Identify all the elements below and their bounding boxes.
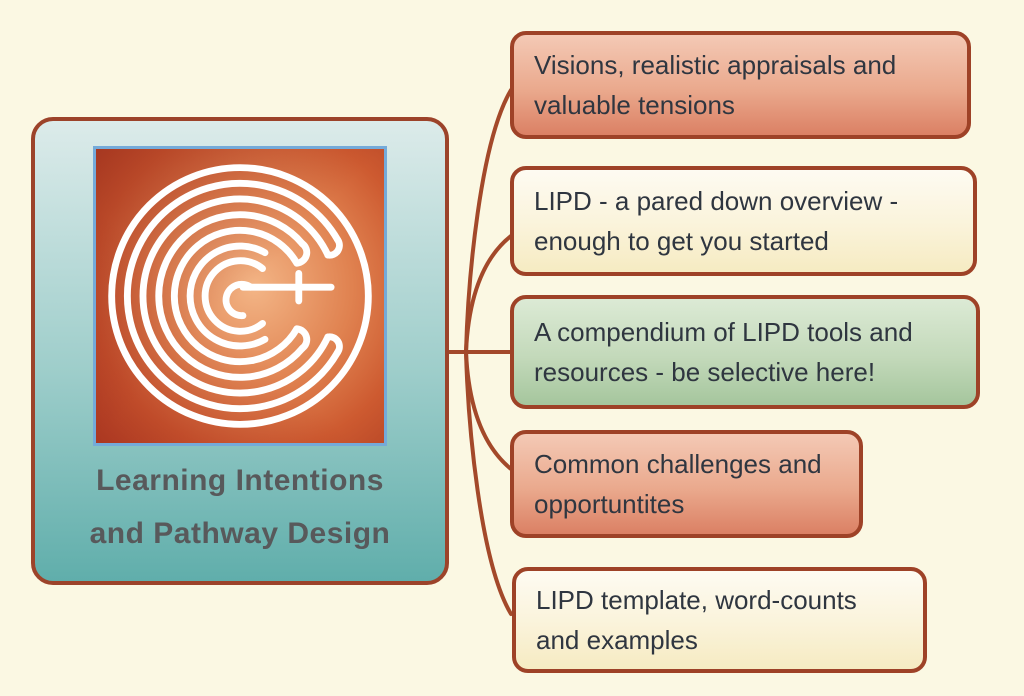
node-label-line: valuable tensions [534,90,735,120]
node-label-line: LIPD - a pared down overview - [534,186,899,216]
labyrinth-icon [93,146,387,446]
edge-root-to-node5 [464,350,513,616]
node-visions-appraisals[interactable]: Visions, realistic appraisals and valuab… [510,31,971,139]
node-label-line: and examples [536,625,698,655]
node-label-line: Visions, realistic appraisals and [534,50,897,80]
node-label-line: LIPD template, word-counts [536,585,857,615]
node-label-line: enough to get you started [534,226,829,256]
edge-root-to-node1 [464,88,513,354]
edge-root-to-node4 [464,350,513,471]
node-challenges[interactable]: Common challenges and opportuntites [510,430,863,538]
node-label-line: Common challenges and [534,449,822,479]
node-label-line: resources - be selective here! [534,357,876,387]
root-title: Learning Intentions and Pathway Design [35,454,445,560]
edge-root-to-node2 [464,234,513,354]
node-label-line: opportuntites [534,489,685,519]
root-title-line-2: and Pathway Design [89,517,391,550]
root-title-line-1: Learning Intentions [96,464,384,497]
node-lipd-overview[interactable]: LIPD - a pared down overview - enough to… [510,166,977,276]
node-label-line: A compendium of LIPD tools and [534,317,913,347]
root-node[interactable]: Learning Intentions and Pathway Design [31,117,449,585]
node-compendium[interactable]: A compendium of LIPD tools and resources… [510,295,980,409]
node-template-examples[interactable]: LIPD template, word-counts and examples [512,567,927,673]
